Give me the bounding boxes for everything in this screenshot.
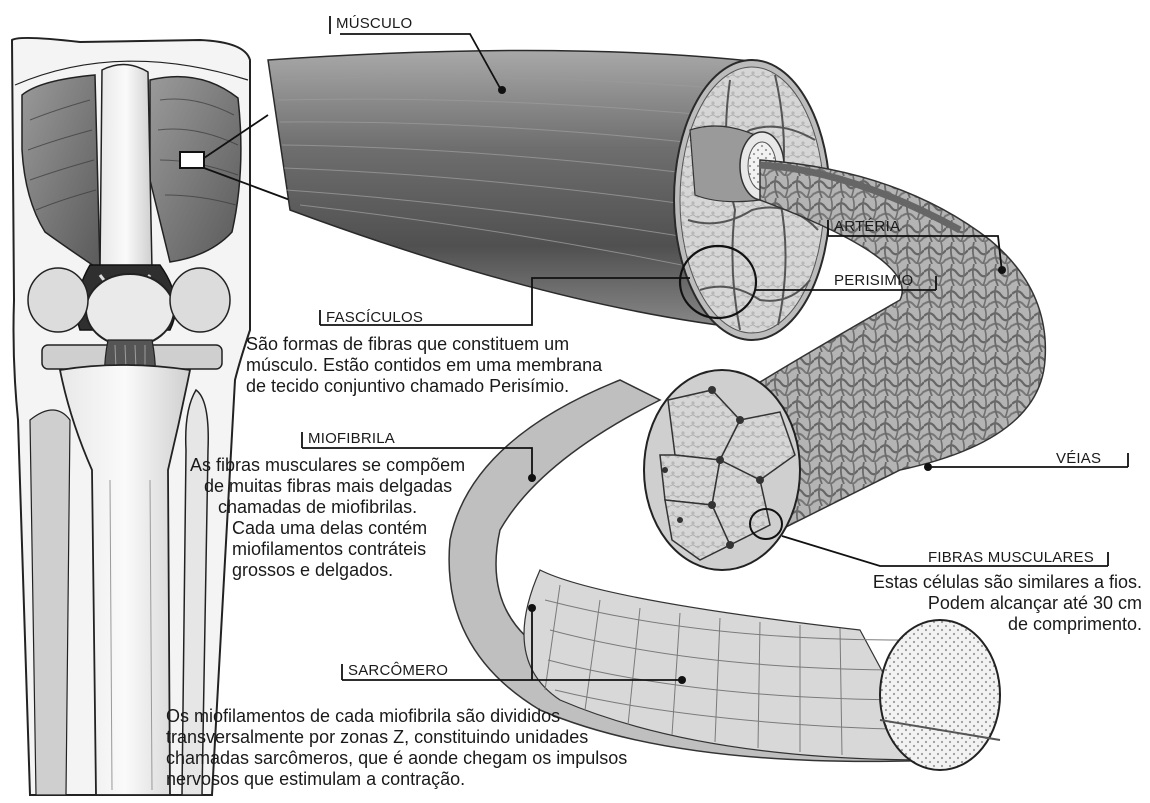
label-fasciculos: FASCÍCULOS — [326, 309, 423, 326]
knee-thigh-illustration — [8, 30, 254, 796]
description-line: de tecido conjuntivo chamado Perisímio. — [246, 376, 602, 397]
description-line: grossos e delgados. — [190, 560, 530, 581]
description-line: As fibras musculares se compõem — [190, 455, 530, 476]
description-line: de comprimento. — [812, 614, 1142, 635]
label-musculo: MÚSCULO — [336, 15, 412, 32]
description-line: Estas células são similares a fios. — [812, 572, 1142, 593]
label-veias: VÉIAS — [1056, 450, 1101, 467]
description-line: São formas de fibras que constituem um — [246, 334, 602, 355]
description-line: nervosos que estimulam a contração. — [166, 769, 627, 790]
description-miofibrila: As fibras musculares se compõem de muita… — [190, 455, 530, 581]
description-line: miofilamentos contráteis — [190, 539, 530, 560]
label-fibras-musculares: FIBRAS MUSCULARES — [928, 549, 1094, 566]
description-line: Podem alcançar até 30 cm — [812, 593, 1142, 614]
description-line: transversalmente por zonas Z, constituin… — [166, 727, 627, 748]
description-line: Cada uma delas contém — [190, 518, 530, 539]
description-sarcomero: Os miofilamentos de cada miofibrila são … — [166, 706, 627, 790]
description-fibras-musculares: Estas células são similares a fios. Pode… — [812, 572, 1142, 635]
label-sarcomero: SARCÔMERO — [348, 662, 448, 679]
description-fasciculos: São formas de fibras que constituem um m… — [246, 334, 602, 397]
description-line: Os miofilamentos de cada miofibrila são … — [166, 706, 627, 727]
zoom-region-box — [180, 152, 204, 168]
label-perisimio: PERISIMIO — [834, 272, 913, 289]
description-line: chamadas sarcômeros, que é aonde chegam … — [166, 748, 627, 769]
label-miofibrila: MIOFIBRILA — [308, 430, 395, 447]
description-line: músculo. Estão contidos em uma membrana — [246, 355, 602, 376]
description-line: de muitas fibras mais delgadas — [190, 476, 530, 497]
description-line: chamadas de miofibrilas. — [190, 497, 530, 518]
label-arteria: ARTÉRIA — [834, 218, 900, 235]
muscle-bundle — [268, 50, 830, 340]
